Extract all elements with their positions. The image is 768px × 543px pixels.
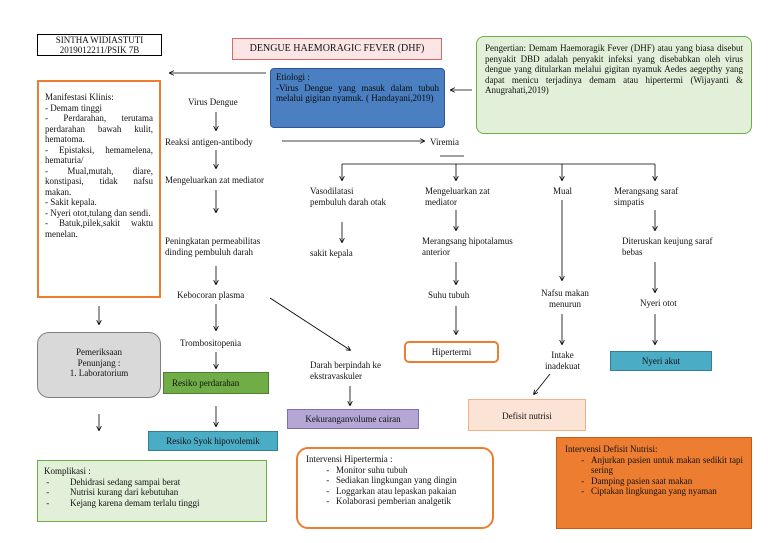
resiko-perdarahan-box: Resiko perdarahan xyxy=(163,372,269,394)
node-mengeluarkan2: Mengeluarkan zat mediator xyxy=(425,186,490,207)
manifestasi-item: - Perdarahan, terutama perdarahan bawah … xyxy=(45,113,153,144)
pengertian-text: Pengertian: Demam Haemoragik Fever (DHF)… xyxy=(485,43,743,95)
node-mual: Mual xyxy=(553,186,572,196)
etiologi-text: -Virus Dengue yang masuk dalam tubuh mel… xyxy=(276,82,439,104)
arrow-intake-defisit xyxy=(534,373,551,394)
resiko-syok-box: Resiko Syok hipovolemik xyxy=(148,431,278,451)
author-name: SINTHA WIDIASTUTI xyxy=(55,35,144,45)
komplikasi-box: Komplikasi : Dehidrasi sedang sampai ber… xyxy=(37,460,267,522)
intervensi-nutrisi-item: Damping pasien saat makan xyxy=(591,476,743,487)
hipertermi-box: Hipertermi xyxy=(404,341,499,363)
manifestasi-box: Manifestasi Klinis: - Demam tinggi - Per… xyxy=(37,80,161,298)
intervensi-hipertermia-heading: Intervensi Hipertermia : xyxy=(306,454,393,464)
intervensi-hipertermia-item: Kolaborasi pemberian analgetik xyxy=(336,496,484,507)
manifestasi-item: - Nyeri otot,tulang dan sendi. xyxy=(45,207,151,218)
manifestasi-item: - Sakit kepala. xyxy=(45,197,97,207)
title-text: DENGUE HAEMORAGIC FEVER (DHF) xyxy=(249,43,425,54)
etiologi-heading: Etiologi : xyxy=(276,72,310,82)
node-sakit-kepala: sakit kepala xyxy=(310,248,353,258)
page-title: DENGUE HAEMORAGIC FEVER (DHF) xyxy=(232,38,442,60)
komplikasi-heading: Komplikasi : xyxy=(44,466,91,476)
etiologi-box: Etiologi : -Virus Dengue yang masuk dala… xyxy=(270,68,445,128)
node-suhu: Suhu tubuh xyxy=(428,290,470,300)
pengertian-box: Pengertian: Demam Haemoragik Fever (DHF)… xyxy=(476,36,752,134)
node-nafsu: Nafsu makan menurun xyxy=(541,288,589,309)
node-darah-pindah: Darah berpindah ke ekstravaskuler xyxy=(310,360,381,381)
node-merangsang-saraf: Merangsang saraf simpatis xyxy=(614,186,679,207)
intervensi-hipertermia-item: Loggarkan atau lepaskan pakaian xyxy=(336,486,484,497)
intervensi-nutrisi-box: Intervensi Defisit Nutrisi: Anjurkan pas… xyxy=(556,437,752,529)
intervensi-hipertermia-box: Intervensi Hipertermia : Monitor suhu tu… xyxy=(296,447,494,529)
manifestasi-item: - Batuk,pilek,sakit waktu menelan. xyxy=(45,218,153,239)
node-nyeri-otot: Nyeri otot xyxy=(640,298,677,308)
node-viremia: Viremia xyxy=(430,137,459,147)
nyeri-akut-box: Nyeri akut xyxy=(610,351,712,371)
intervensi-nutrisi-item: Anjurkan pasien untuk makan sedikit tapi… xyxy=(591,455,743,476)
resiko-syok-text: Resiko Syok hipovolemik xyxy=(166,436,260,446)
kekurangan-text: Kekuranganvolume cairan xyxy=(305,414,401,424)
pemeriksaan-line2: Penunjang : xyxy=(77,357,121,368)
intervensi-hipertermia-item: Sediakan lingkungan yang dingin xyxy=(336,475,484,486)
defisit-text: Defisit nutrisi xyxy=(502,411,552,421)
manifestasi-item: - Epistaksi, hemamelena, hematuria/ xyxy=(45,144,153,166)
manifestasi-item: - Mual,mutah, diare, konstipasi, tidak n… xyxy=(45,165,153,197)
komplikasi-item: Dehidrasi sedang sampai berat xyxy=(56,477,260,488)
node-kebocoran: Kebocoran plasma xyxy=(177,290,245,300)
node-trombositopenia: Trombositopenia xyxy=(180,338,242,348)
kekurangan-box: Kekuranganvolume cairan xyxy=(287,409,419,429)
node-virus: Virus Dengue xyxy=(188,97,238,107)
nyeri-akut-text: Nyeri akut xyxy=(641,356,681,366)
node-diteruskan: Diteruskan keujung saraf bebas xyxy=(622,236,713,257)
author-id: 2019012211/PSIK 7B xyxy=(59,45,140,55)
komplikasi-item: Nutrisi kurang dari kebutuhan xyxy=(56,487,260,498)
node-merangsang-hipo: Merangsang hipotalamus anterior xyxy=(422,236,513,257)
node-intake: Intake inadekuat xyxy=(545,350,580,371)
defisit-box: Defisit nutrisi xyxy=(468,399,586,431)
intervensi-hipertermia-item: Monitor suhu tubuh xyxy=(336,465,484,476)
pemeriksaan-box: Pemeriksaan Penunjang : 1. Laboratorium xyxy=(37,332,161,398)
node-permeabilitas: Peningkatan permeabilitas dinding pembul… xyxy=(165,236,261,257)
manifestasi-heading: Manifestasi Klinis: xyxy=(45,92,114,102)
intervensi-nutrisi-item: Ciptakan lingkungan yang nyaman xyxy=(591,486,743,497)
arrow-kebocoran-darah xyxy=(269,297,350,350)
hipertermi-text: Hipertermi xyxy=(431,347,472,357)
author-box: SINTHA WIDIASTUTI 2019012211/PSIK 7B xyxy=(37,34,162,56)
pemeriksaan-line3: 1. Laboratorium xyxy=(69,368,129,378)
node-vasodilatasi: Vasodilatasi pembuluh darah otak xyxy=(310,186,386,207)
resiko-perdarahan-text: Resiko perdarahan xyxy=(172,378,240,388)
node-mediator: Mengeluarkan zat mediator xyxy=(165,175,264,185)
intervensi-nutrisi-heading: Intervensi Defisit Nutrisi: xyxy=(565,444,658,454)
manifestasi-item: - Demam tinggi xyxy=(45,102,102,113)
node-reaksi: Reaksi antigen-antibody xyxy=(165,137,253,147)
komplikasi-item: Kejang karena demam terlalu tinggi xyxy=(56,498,260,509)
pemeriksaan-line1: Pemeriksaan xyxy=(76,347,122,357)
